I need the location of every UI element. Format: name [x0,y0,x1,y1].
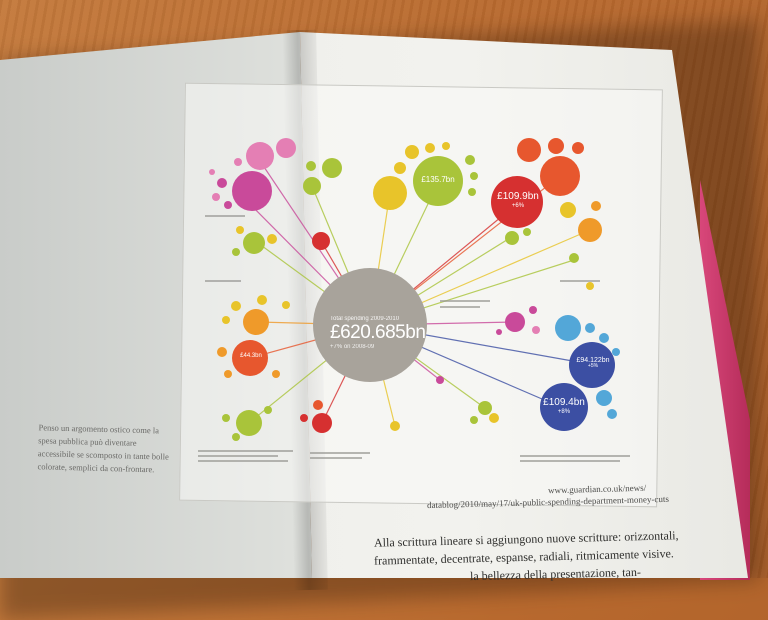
bubble-green-small [470,416,478,424]
legend-text-line [520,460,620,462]
bubble-yellow-small [267,234,277,244]
bubble-yellow-small [586,282,594,290]
bubble-lightblue-small [599,333,609,343]
figure-caption: Penso un argomento ostico come la spesa … [37,422,169,475]
bubble-green-small [232,248,240,256]
bubble-orange [232,340,268,376]
central-total-value: £620.685bn [330,322,426,343]
bubble-yellow-small [236,226,244,234]
bubble-green-small [505,231,519,245]
bubble-yellow-small [425,143,435,153]
bubble-pink-small [212,193,220,201]
bubble-magenta-small [217,178,227,188]
bubble-magenta-small [496,329,502,335]
bubble-lightblue-small [612,348,620,356]
bubble-amber [578,218,602,242]
bubble-amber-small [217,347,227,357]
bubble-yellow [560,202,576,218]
public-spending-infographic [198,138,630,462]
bubble-amber-small [591,201,601,211]
legend-text-line [440,306,480,308]
bubble-yellow-small [405,145,419,159]
bubble-orange-small [548,138,564,154]
bubble-amber [243,309,269,335]
legend-text-line [205,215,245,217]
bubble-pink-small [209,169,215,175]
bubble-green-small [222,414,230,422]
bubble-yellow [373,176,407,210]
bubble-bis [569,342,615,388]
legend-text-line [520,455,630,457]
central-total-bubble [313,268,427,382]
bubble-red-small [300,414,308,422]
bubble-green [322,158,342,178]
bubble-green-small [465,155,475,165]
bubble-green-small [569,253,579,263]
bubble-green [303,177,321,195]
bubble-pink [276,138,296,158]
bubble-orange [540,156,580,196]
bubble-lightblue-small [607,409,617,419]
bubble-yellow-small [231,301,241,311]
bubble-green-small [306,161,316,171]
bubble-lightblue [596,390,612,406]
scotland-label: £44.3bn [240,353,262,359]
bubble-green-small [468,188,476,196]
health-label: £109.4bn +8% [543,397,585,415]
bubble-green-small [264,406,272,414]
legend-text-line [205,280,241,282]
bubble-yellow-small [257,295,267,305]
bubble-orange-small [313,400,323,410]
bubble-green [236,410,262,436]
bubble-green [243,232,265,254]
legend-text-line [310,452,370,454]
bis-label: £94.122bn +5% [576,357,610,370]
bubble-pink [246,142,274,170]
social-protection-label: £109.9bn +6% [497,191,539,209]
legend-text-line [198,455,278,457]
bubble-lightblue [555,315,581,341]
bubble-magenta [505,312,525,332]
bubble-green-small [232,433,240,441]
bubble-green-small [470,172,478,180]
bubble-lightblue-small [585,323,595,333]
bubble-pink-small [532,326,540,334]
legend-text-line [560,280,600,282]
bubble-yellow-small [222,316,230,324]
bubble-orange-small [572,142,584,154]
central-total-header: Total spending 2009-2010 [330,316,400,322]
bubble-green-small [523,228,531,236]
bubble-pink-small [234,158,242,166]
bubble-amber-small [224,370,232,378]
bubble-health [540,383,588,431]
bubble-amber-small [272,370,280,378]
bubble-yellow-small [394,162,406,174]
bubble-magenta [232,171,272,211]
legend-text-line [440,300,490,302]
bubble-orange [517,138,541,162]
legend-text-line [198,460,288,462]
central-total-change: +7% on 2008-09 [330,344,375,350]
bubble-magenta-small [436,376,444,384]
bubble-red [312,232,330,250]
legend-text-line [310,457,362,459]
dcsf-label: £135.7bn [421,175,455,184]
bubble-yellow-small [489,413,499,423]
bubble-red [312,413,332,433]
bubble-yellow-small [442,142,450,150]
bubble-dcsf [413,156,463,206]
bubble-magenta-small [224,201,232,209]
bubble-yellow-small [282,301,290,309]
bubble-green-small [478,401,492,415]
bubble-social-protection [491,176,543,228]
bubble-yellow-small [390,421,400,431]
bubble-magenta-small [529,306,537,314]
central-total-label: Total spending 2009-2010 £620.685bn +7% … [330,316,426,350]
legend-text-line [198,450,293,452]
